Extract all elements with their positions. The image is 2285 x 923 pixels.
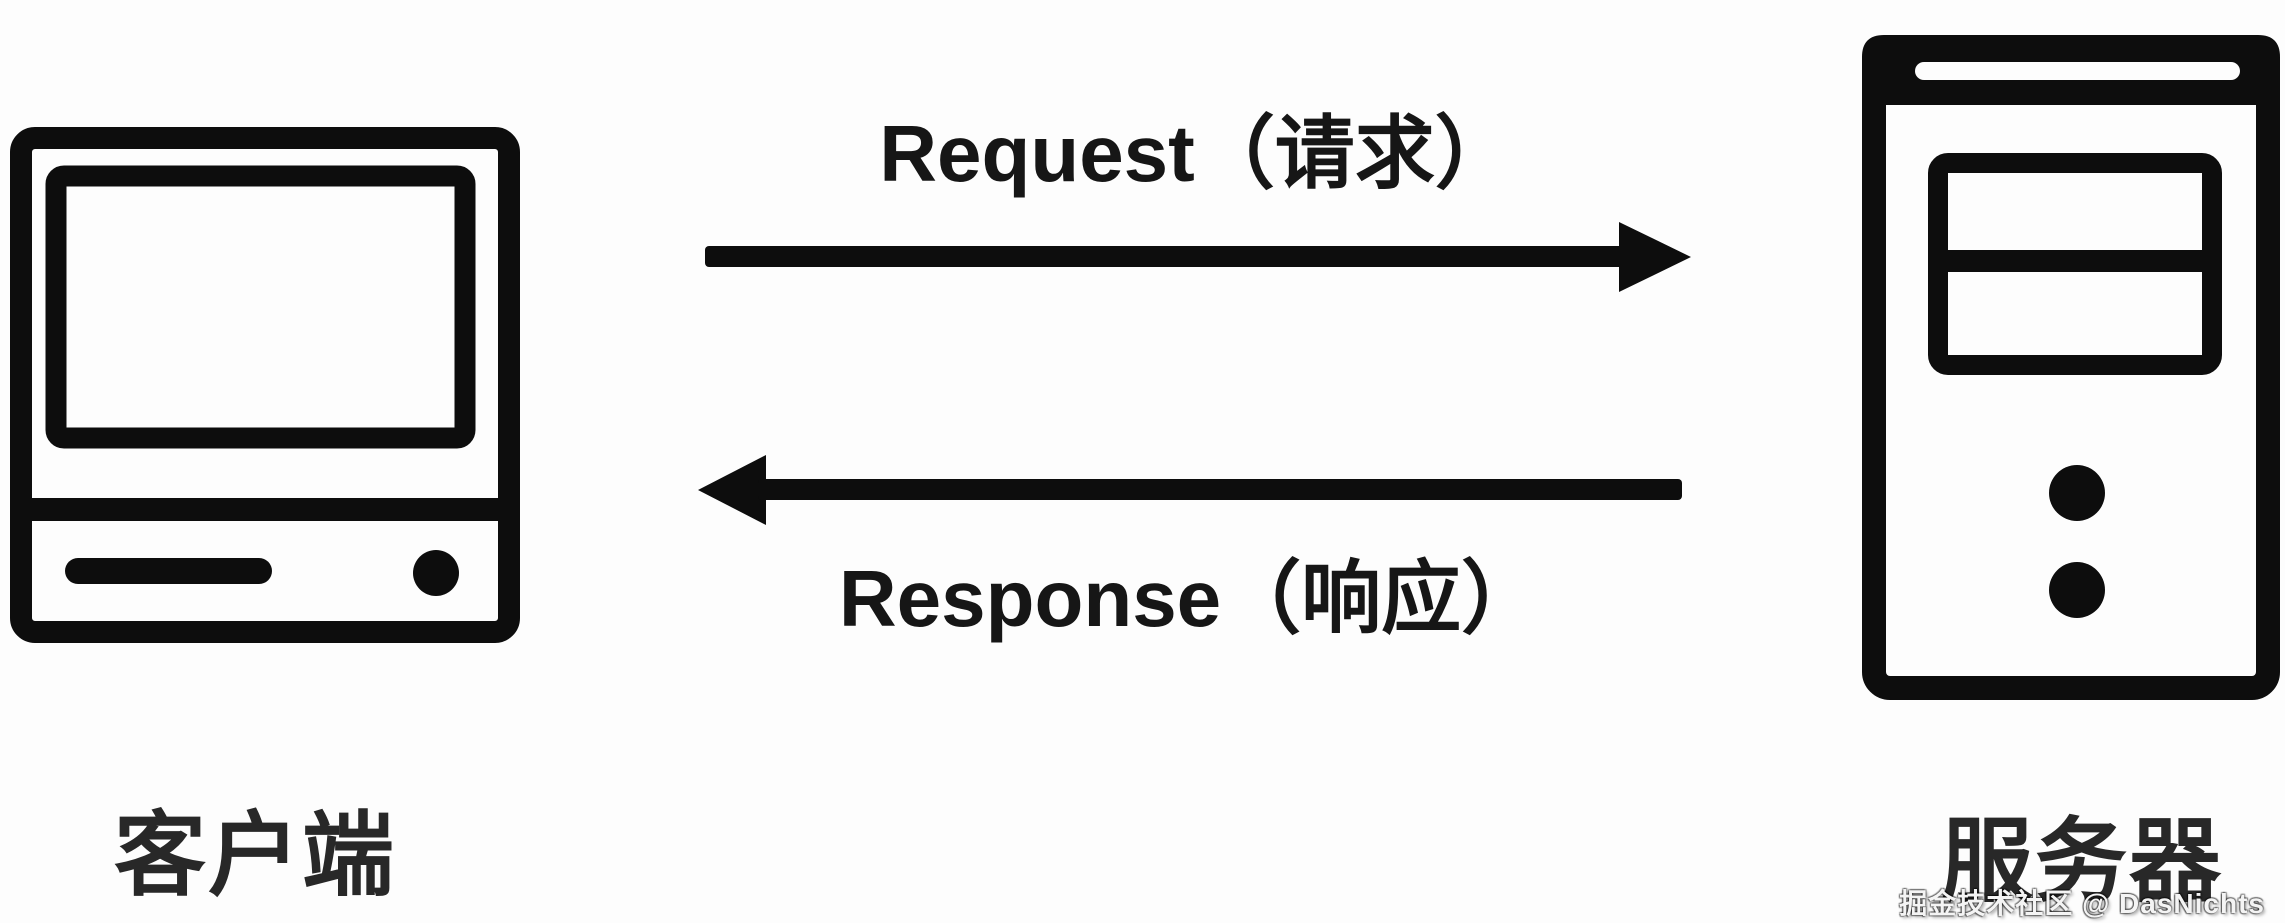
server-led-dot-bottom bbox=[2049, 562, 2105, 618]
response-arrow-label: Response（响应） bbox=[838, 554, 1542, 643]
client-floppy-slot bbox=[65, 558, 272, 584]
server-tower-icon bbox=[1862, 35, 2280, 700]
response-arrow-shaft bbox=[758, 479, 1682, 500]
response-arrowhead-left-icon bbox=[698, 455, 766, 525]
client-screen bbox=[45, 165, 476, 449]
request-arrow bbox=[705, 222, 1691, 292]
server-led-dot-top bbox=[2049, 465, 2105, 521]
request-arrow-label: Request（请求） bbox=[879, 109, 1515, 198]
client-label: 客户端 bbox=[113, 805, 396, 907]
server-label: 服务器 bbox=[1940, 811, 2223, 913]
watermark: 掘金技术社区 @ DasNichts bbox=[1899, 888, 2265, 919]
server-drive-bay-divider bbox=[1928, 250, 2222, 272]
response-arrow bbox=[698, 455, 1682, 525]
request-arrow-shaft bbox=[705, 246, 1627, 267]
client-divider bbox=[10, 498, 520, 521]
client-button-dot bbox=[413, 550, 459, 596]
client-computer-icon bbox=[10, 127, 520, 643]
server-top-vent-slot bbox=[1915, 62, 2240, 80]
request-arrowhead-right-icon bbox=[1619, 222, 1691, 292]
